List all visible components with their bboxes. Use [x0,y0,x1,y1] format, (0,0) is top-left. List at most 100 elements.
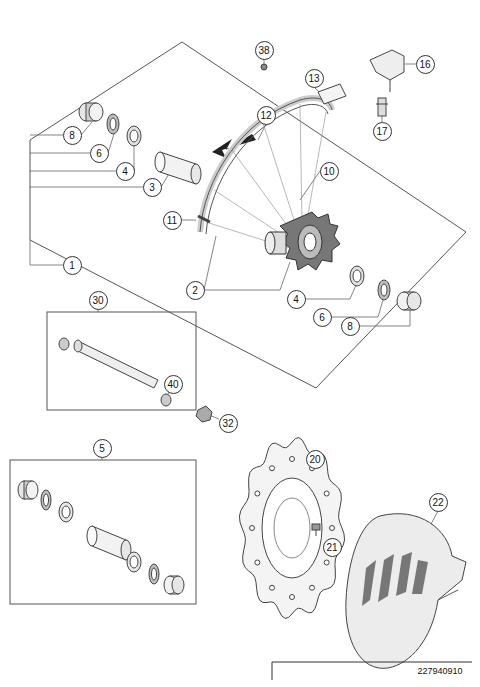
bearing-kit [10,460,196,604]
drawing-stroke [76,342,158,388]
wheel-assembly-frame [30,42,466,388]
drawing-stroke [107,114,119,134]
left-bearings [79,103,201,184]
valve [376,98,388,116]
drawing-stroke [130,556,138,568]
drawing-stroke [127,552,141,572]
screw [261,64,267,70]
drawing-stroke [381,284,387,296]
drawing-stroke [232,150,292,232]
drawing-stroke [204,290,280,291]
callout-number: 38 [255,41,274,60]
callout-number: 3 [143,178,162,197]
drawing-stroke [407,292,421,310]
drawing-stroke [250,457,335,600]
drawing-stroke [350,285,356,299]
disc-hole [324,491,329,496]
callout-number: 21 [323,538,342,557]
drawing-stroke [92,526,126,560]
drawing-stroke [30,153,90,154]
disc-hole [255,560,260,565]
drawing-stroke [74,340,82,352]
axle-kit [47,312,196,410]
callout-number: 30 [89,291,108,310]
callout-number: 10 [320,162,339,181]
drawing-stroke [152,568,157,580]
drawing-stroke [305,299,350,300]
drawing-stroke [87,526,97,546]
drawing-stroke [378,300,383,317]
brake-disc [239,438,344,619]
drawing-stroke [359,326,410,327]
drawing-stroke [405,64,416,65]
right-bearings [350,266,421,310]
drawing-stroke [300,171,320,200]
callout-number: 22 [429,493,448,512]
drawing-stroke [272,662,472,663]
drawing-stroke [280,212,340,270]
drawing-stroke [59,502,73,522]
callout-number: 6 [90,144,109,163]
callout-number: 1 [63,256,82,275]
disc-hole [270,585,275,590]
drawing-stroke [350,266,364,286]
drawing-stroke [30,187,143,188]
callout-number: 6 [313,308,332,327]
callout-number: 4 [287,290,306,309]
drawing-stroke [149,564,159,584]
callout-number: 12 [257,106,276,125]
drawing-stroke [274,498,310,558]
drawing-stroke [89,103,103,121]
drawing-stroke [81,122,92,135]
drawing-stroke [280,262,290,290]
drawing-stroke [412,560,428,594]
callout-number: 40 [164,375,183,394]
drawing-stroke [41,490,51,510]
drawing-stroke [272,662,273,680]
callout-number: 8 [341,317,360,336]
drawing-stroke [30,171,116,172]
disc-hole [250,526,255,531]
drawing-stroke [410,310,411,326]
drawing-stroke [239,438,344,619]
bolt [312,524,320,536]
assembly-outline [30,42,466,388]
drawing-stroke [376,104,388,105]
spoke-nipple [198,216,210,222]
callout-number: 32 [219,414,238,433]
drawing-stroke [265,232,275,254]
drawing-stroke [316,530,317,536]
drawing-code-box [272,662,472,680]
drawing-stroke [300,104,302,224]
callout-number: 2 [186,281,205,300]
drawing-stroke [10,460,196,604]
callout-number: 13 [305,69,324,88]
disc-hole [270,466,275,471]
callout-number: 17 [373,122,392,141]
callout-number: 11 [163,211,182,230]
drawing-stroke [378,98,386,116]
drawing-stroke [181,220,196,221]
drawing-stroke [312,524,320,530]
drawing-stroke [438,590,458,600]
drawing-stroke [378,554,394,602]
drawing-stroke [262,120,296,226]
drawing-stroke [346,514,466,669]
drawing-stroke [378,280,390,300]
drawing-stroke [160,152,196,184]
drawing-stroke [30,135,63,136]
rim-tape [318,84,346,104]
drawing-stroke [172,576,184,594]
drawing-stroke [262,478,322,578]
drawing-stroke [298,225,322,259]
drawing-stroke [30,240,31,265]
disc-hole [324,560,329,565]
drawing-stroke [62,506,70,518]
drawing-stroke [108,134,114,153]
drawing-stroke [47,312,196,410]
drawing-stroke [396,552,412,596]
drawing-stroke [110,118,116,130]
valve-cap [370,50,404,92]
